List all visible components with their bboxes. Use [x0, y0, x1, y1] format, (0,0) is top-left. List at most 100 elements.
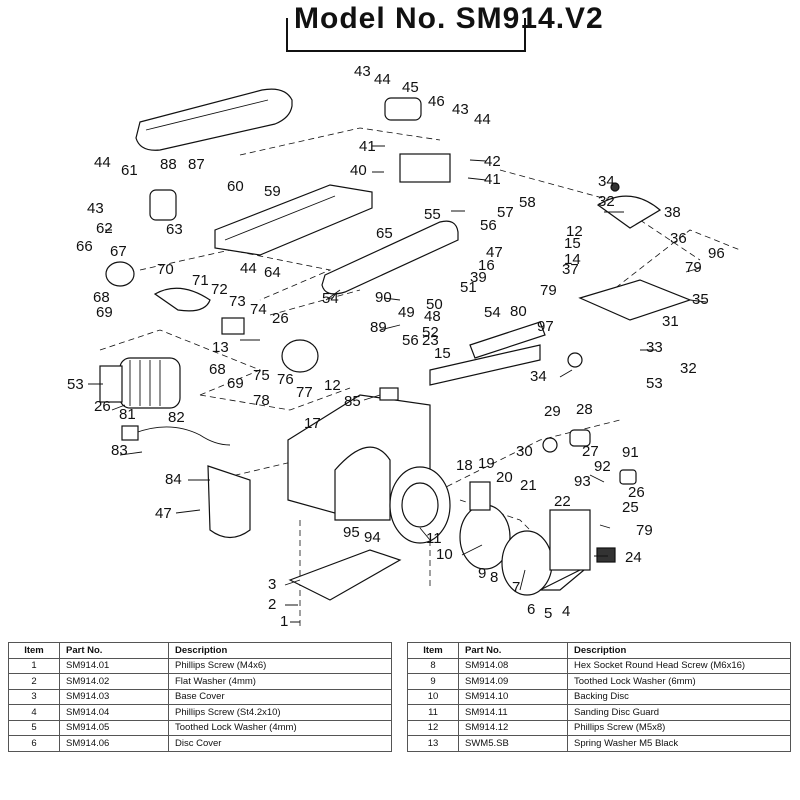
callout: 44 — [94, 154, 111, 171]
callout: 13 — [212, 339, 229, 356]
callout: 15 — [434, 345, 451, 362]
item-cell: 11 — [407, 704, 459, 721]
callout: 43 — [87, 200, 104, 217]
callout: 79 — [636, 522, 653, 539]
callout: 85 — [344, 393, 361, 410]
callout: 22 — [554, 493, 571, 510]
callout: 26 — [272, 310, 289, 327]
callout: 44 — [240, 260, 257, 277]
description-cell: Phillips Screw (M5x8) — [567, 719, 791, 736]
column-header-description: Description — [567, 642, 791, 659]
callout: 49 — [398, 304, 415, 321]
part-no-cell: SM914.09 — [458, 673, 568, 690]
description-cell: Spring Washer M5 Black — [567, 735, 791, 752]
callout: 11 — [426, 530, 442, 547]
housing-and-disc — [207, 387, 591, 601]
model-title-box: Model No. SM914.V2 — [286, 2, 603, 52]
callout: 69 — [227, 375, 244, 392]
callout: 71 — [192, 272, 209, 289]
callout: 87 — [188, 156, 205, 173]
callout: 51 — [460, 279, 477, 296]
exploded-parts-diagram: 1 2 3 4 5 6 7 8 9 10 11 12 12 13 14 15 1… — [67, 63, 741, 630]
callout: 55 — [424, 206, 441, 223]
part-no-cell: SWM5.SB — [458, 735, 568, 752]
callout: 46 — [428, 93, 445, 110]
callout: 35 — [692, 291, 709, 308]
callout: 61 — [121, 162, 138, 179]
callout: 31 — [662, 313, 679, 330]
description-cell: Disc Cover — [168, 735, 392, 752]
callout: 79 — [540, 282, 557, 299]
callout: 81 — [119, 406, 136, 423]
description-cell: Sanding Disc Guard — [567, 704, 791, 721]
item-cell: 10 — [407, 688, 459, 705]
callout: 27 — [582, 443, 599, 460]
callout: 1 — [280, 613, 288, 630]
callout: 39 — [470, 269, 487, 286]
part-no-cell: SM914.10 — [458, 688, 568, 705]
callout: 48 — [424, 308, 441, 325]
callout: 8 — [490, 569, 498, 586]
part-no-cell: SM914.01 — [59, 657, 169, 674]
callout: 54 — [484, 304, 501, 321]
callout: 89 — [370, 319, 387, 336]
callout: 67 — [110, 243, 127, 260]
part-no-cell: SM914.05 — [59, 719, 169, 736]
item-cell: 9 — [407, 673, 459, 690]
callout: 93 — [574, 473, 591, 490]
callout: 56 — [402, 332, 419, 349]
callout: 40 — [350, 162, 367, 179]
callout: 96 — [708, 245, 725, 262]
callout: 5 — [544, 605, 552, 622]
callout: 43 — [452, 101, 469, 118]
callout: 45 — [402, 79, 419, 96]
callout: 64 — [264, 264, 281, 281]
description-cell: Hex Socket Round Head Screw (M6x16) — [567, 657, 791, 674]
part-no-cell: SM914.08 — [458, 657, 568, 674]
callout: 79 — [685, 259, 702, 276]
callout: 34 — [530, 368, 547, 385]
callout: 65 — [376, 225, 393, 242]
part-no-cell: SM914.11 — [458, 704, 568, 721]
callout: 14 — [564, 251, 581, 268]
leader-lines — [88, 145, 707, 623]
callout: 21 — [520, 477, 537, 494]
description-cell: Phillips Screw (St4.2x10) — [168, 704, 392, 721]
callout: 36 — [670, 230, 687, 247]
callout: 9 — [478, 565, 486, 582]
callout: 94 — [364, 529, 381, 546]
callout: 95 — [343, 524, 360, 541]
callout: 42 — [484, 153, 501, 170]
callout: 57 — [497, 204, 514, 221]
callout: 44 — [474, 111, 491, 128]
callout: 23 — [422, 332, 439, 349]
callout: 92 — [594, 458, 611, 475]
callout: 33 — [646, 339, 663, 356]
description-cell: Flat Washer (4mm) — [168, 673, 392, 690]
drive-components — [105, 97, 451, 373]
callout: 56 — [480, 217, 497, 234]
callout: 72 — [211, 281, 228, 298]
callout: 97 — [537, 318, 554, 335]
callout: 50 — [426, 296, 443, 313]
table-header-row: Item Part No. Description — [8, 642, 392, 659]
item-cell: 13 — [407, 735, 459, 752]
callout: 2 — [268, 596, 276, 613]
item-cell: 2 — [8, 673, 60, 690]
callout: 29 — [544, 403, 561, 420]
callout: 32 — [680, 360, 697, 377]
callout: 73 — [229, 293, 246, 310]
callout: 82 — [168, 409, 185, 426]
part-no-cell: SM914.04 — [59, 704, 169, 721]
callout: 58 — [519, 194, 536, 211]
